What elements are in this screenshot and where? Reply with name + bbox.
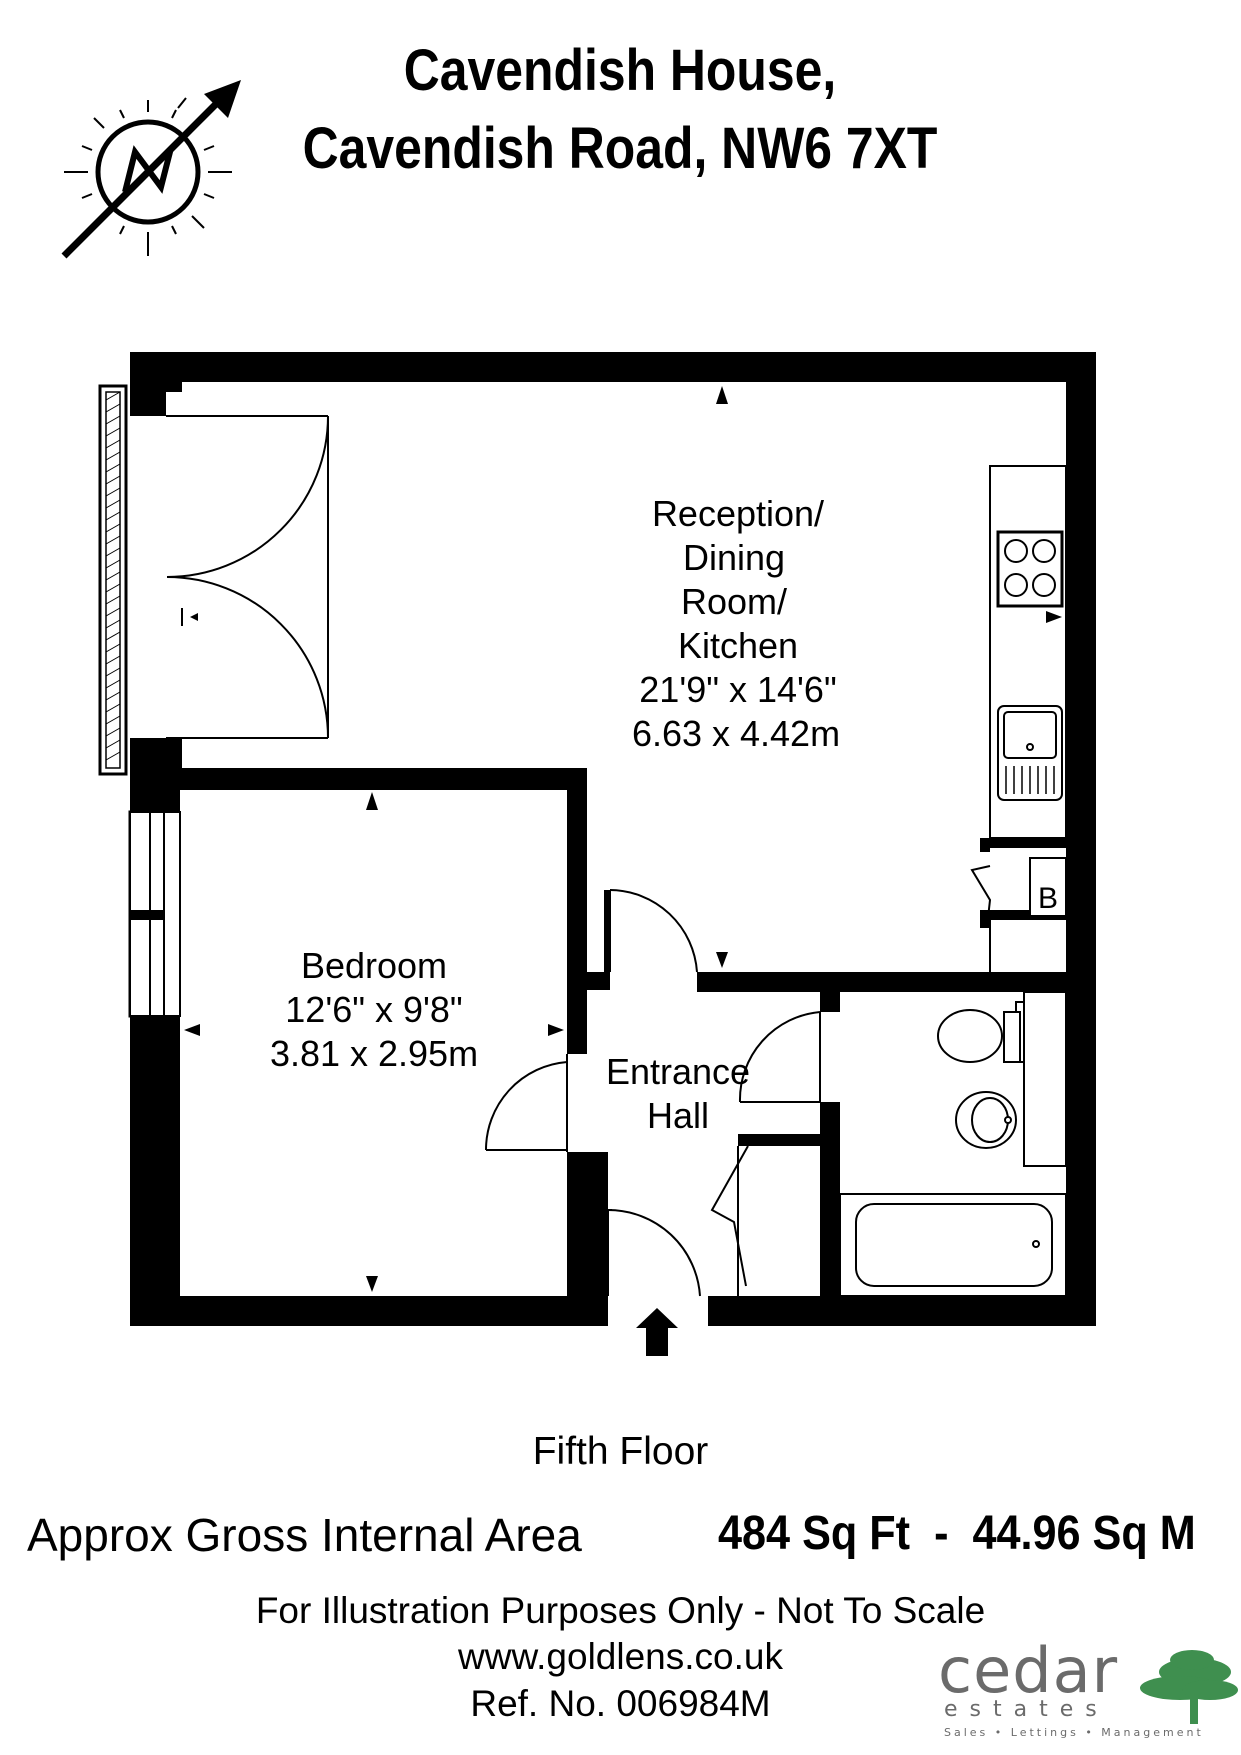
reception-label: Reception/ Dining Room/ Kitchen 21'9" x … xyxy=(632,493,840,754)
entrance-line1: Entrance xyxy=(606,1051,750,1092)
entrance-line2: Hall xyxy=(647,1095,709,1136)
entrance-label: Entrance Hall xyxy=(606,1051,750,1136)
kitchen-counter xyxy=(989,465,1067,839)
floor-label: Fifth Floor xyxy=(532,1430,709,1473)
reception-line1: Reception/ xyxy=(652,493,824,534)
boiler-label: B xyxy=(1038,882,1058,915)
disclaimer-text: For Illustration Purposes Only - Not To … xyxy=(255,1590,986,1631)
bedroom-window xyxy=(129,811,181,1017)
logo-sub: estates xyxy=(944,1697,1109,1722)
area-label: Approx Gross Internal Area xyxy=(27,1509,582,1561)
logo-brand: cedar xyxy=(938,1634,1118,1707)
logo-tagline: Sales • Lettings • Management xyxy=(944,1726,1204,1739)
walls xyxy=(128,352,1096,1326)
reception-line4: Kitchen xyxy=(678,625,798,666)
reception-size-metric: 6.63 x 4.42m xyxy=(632,713,840,754)
property-title-line1: Cavendish House, xyxy=(403,38,837,103)
cedar-estates-logo: cedar estates Sales • Lettings • Managem… xyxy=(938,1634,1238,1739)
website-link[interactable]: www.goldlens.co.uk xyxy=(458,1636,783,1677)
dimension-arrows xyxy=(184,386,1062,1292)
property-title-line2: Cavendish Road, NW6 7XT xyxy=(302,116,938,181)
boiler-cupboard xyxy=(970,857,1067,972)
bedroom-name: Bedroom xyxy=(301,945,447,986)
reception-line2: Dining xyxy=(683,537,785,578)
balcony-doors xyxy=(166,415,329,739)
bedroom-size-metric: 3.81 x 2.95m xyxy=(270,1033,478,1074)
tree-icon xyxy=(1140,1650,1238,1724)
hall-doors xyxy=(484,889,821,1297)
bedroom-label: Bedroom 12'6" x 9'8" 3.81 x 2.95m xyxy=(270,945,478,1074)
reception-size-imperial: 21'9" x 14'6" xyxy=(639,669,836,710)
bedroom-size-imperial: 12'6" x 9'8" xyxy=(285,989,462,1030)
balcony xyxy=(98,384,128,776)
compass-icon xyxy=(61,80,241,259)
entrance-arrow-icon xyxy=(636,1308,678,1356)
area-value: 484 Sq Ft - 44.96 Sq M xyxy=(718,1507,1196,1560)
reference-number: Ref. No. 006984M xyxy=(470,1683,771,1724)
bathroom-fixtures xyxy=(839,991,1067,1297)
reception-line3: Room/ xyxy=(681,581,787,622)
